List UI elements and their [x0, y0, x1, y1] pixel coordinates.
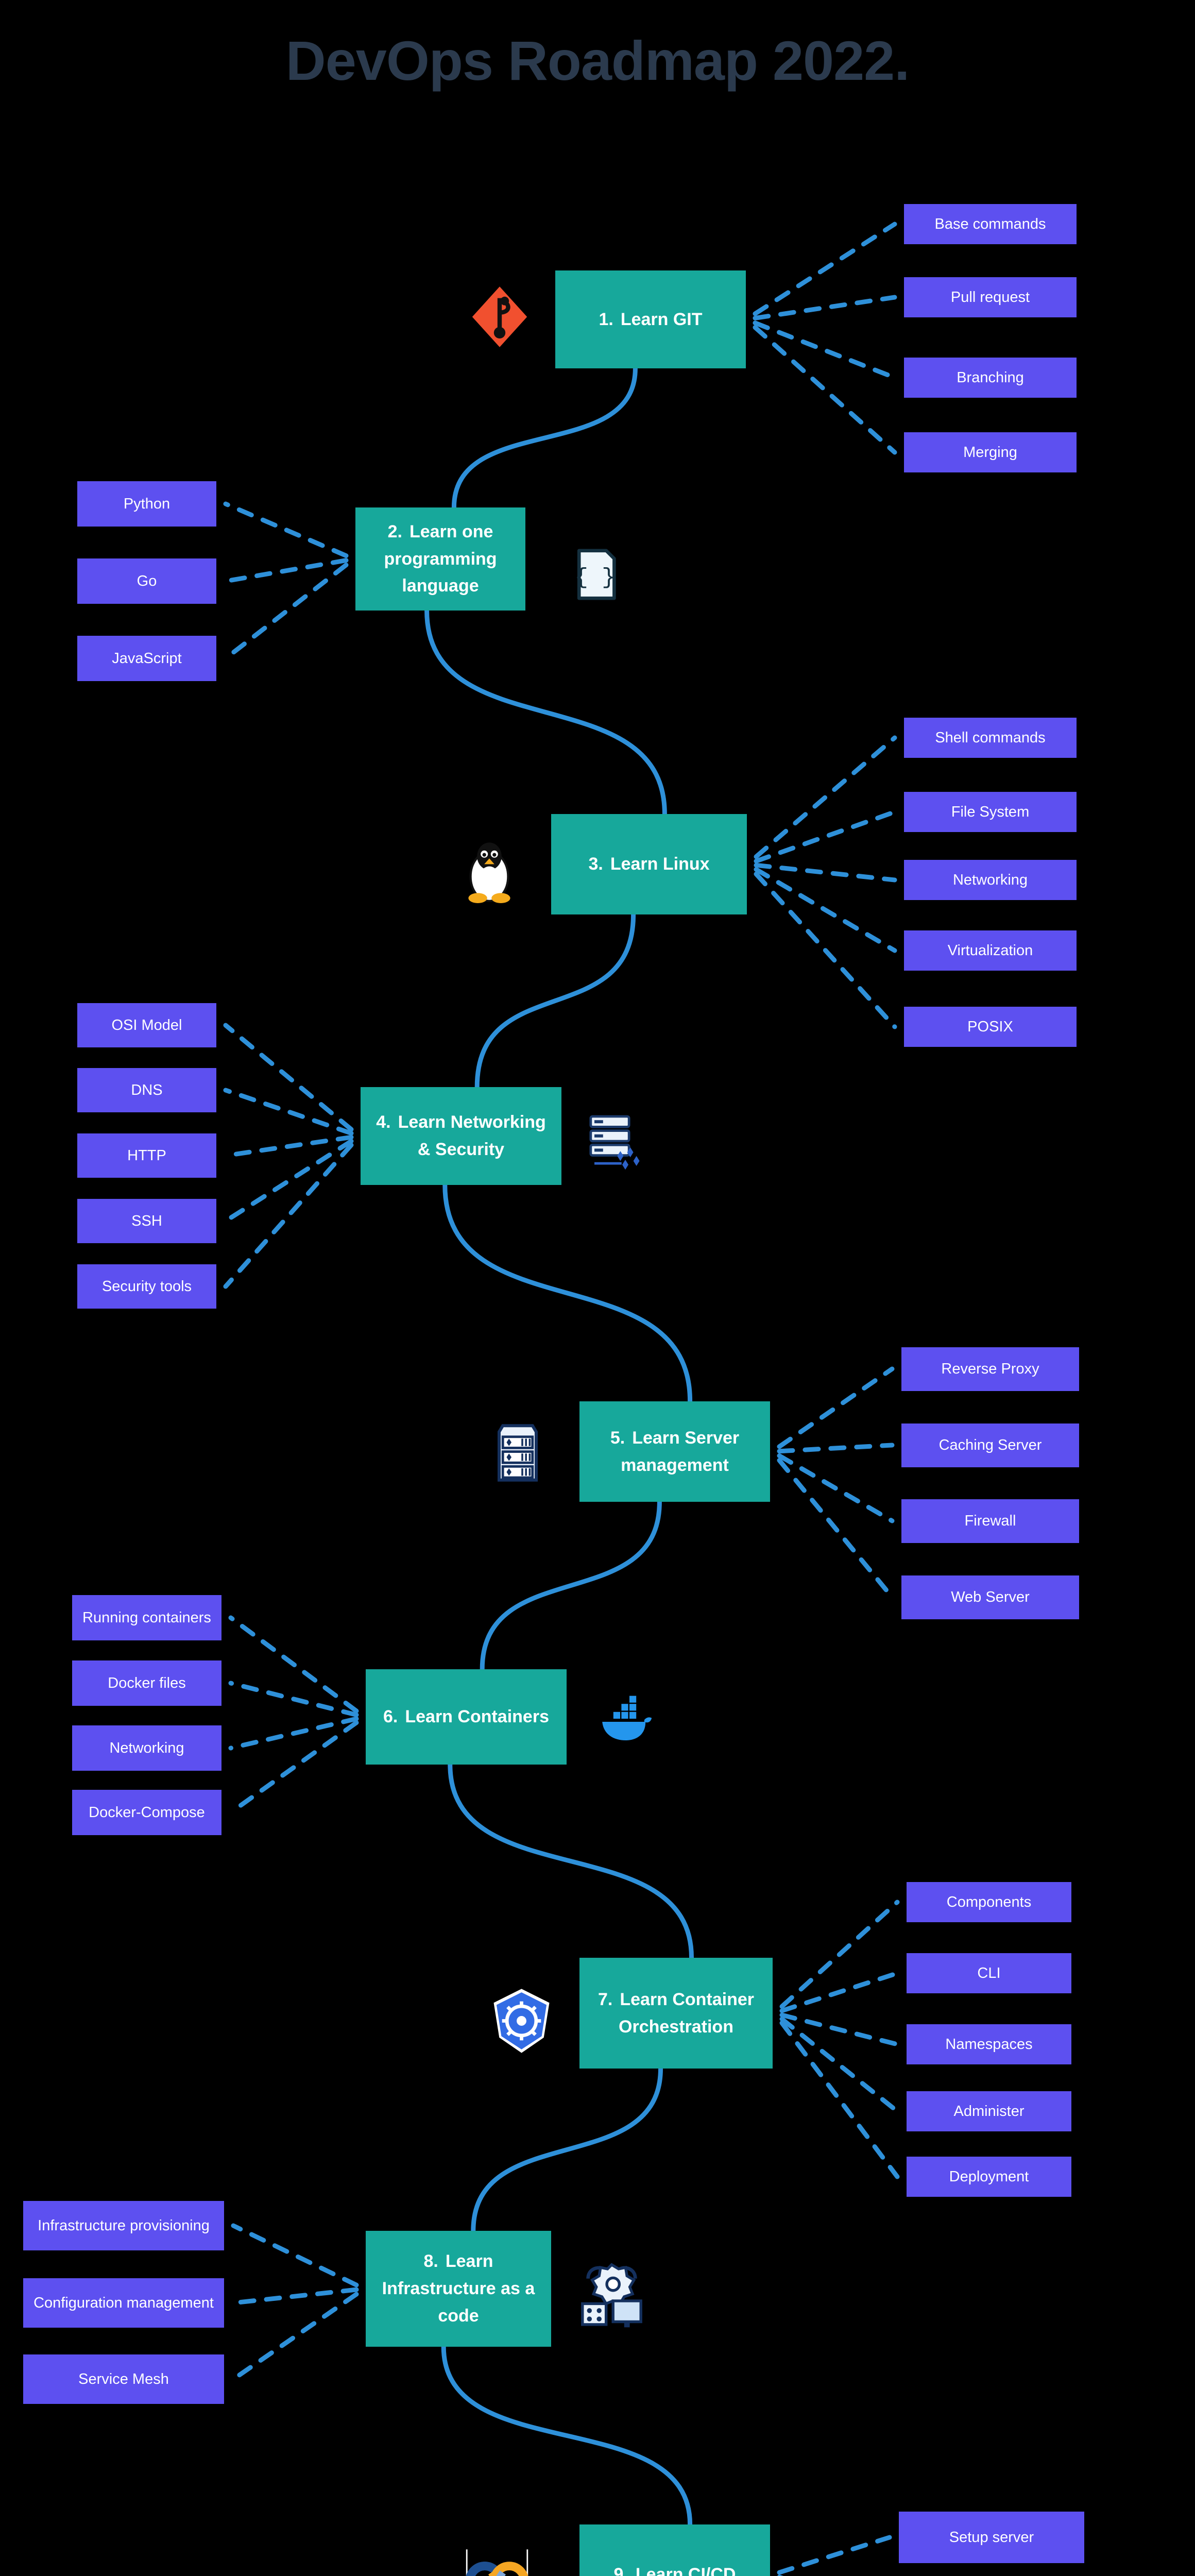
node-number: 4.: [376, 1112, 391, 1132]
node-number: 2.: [387, 521, 402, 541]
roadmap-node-7[interactable]: 7. Learn Container Orchestration: [579, 1958, 773, 2069]
node-number: 1.: [599, 309, 613, 329]
leaf-topic[interactable]: HTTP: [77, 1133, 216, 1178]
leaf-topic[interactable]: Service Mesh: [23, 2354, 224, 2404]
roadmap-node-4[interactable]: 4. Learn Networking & Security: [361, 1087, 561, 1185]
leaf-topic[interactable]: Virtualization: [904, 930, 1077, 971]
leaf-topic[interactable]: Docker files: [72, 1660, 221, 1706]
linux-penguin-icon: [453, 835, 525, 907]
leaf-topic[interactable]: Security tools: [77, 1264, 216, 1309]
git-icon: [464, 281, 536, 353]
leaf-topic[interactable]: Docker-Compose: [72, 1790, 221, 1835]
leaf-topic[interactable]: SSH: [77, 1199, 216, 1243]
kubernetes-helm-icon: [487, 1986, 556, 2056]
code-braces-icon: { }: [567, 546, 623, 603]
node-label: 5.Learn Server management: [587, 1425, 763, 1479]
node-title: Learn Server management: [621, 1428, 740, 1475]
leaf-topic[interactable]: POSIX: [904, 1007, 1077, 1047]
server-rack-icon: [487, 1422, 549, 1484]
node-label: 8.Learn Infrastructure as a code: [373, 2248, 544, 2329]
leaf-topic[interactable]: OSI Model: [77, 1003, 216, 1047]
node-title: Learn GIT: [620, 309, 703, 329]
node-label: 7. Learn Container Orchestration: [587, 1986, 765, 2040]
node-title: Learn Networking & Security: [398, 1112, 546, 1159]
leaf-topic[interactable]: Infrastructure provisioning: [23, 2201, 224, 2250]
leaf-topic[interactable]: Setup server: [899, 2512, 1084, 2563]
leaf-topic[interactable]: Pull request: [904, 277, 1077, 317]
node-title: Learn Containers: [405, 1707, 549, 1727]
node-label: 2.Learn one programming language: [363, 518, 518, 600]
leaf-topic[interactable]: Components: [907, 1882, 1071, 1922]
leaf-topic[interactable]: Networking: [72, 1725, 221, 1771]
leaf-topic[interactable]: Namespaces: [907, 2024, 1071, 2064]
node-number: 9.: [613, 2565, 628, 2576]
roadmap-node-6[interactable]: 6. Learn Containers: [366, 1669, 567, 1765]
node-number: 8.: [423, 2251, 438, 2272]
page-title: DevOps Roadmap 2022.: [285, 29, 910, 92]
roadmap-node-3[interactable]: 3. Learn Linux: [551, 814, 747, 914]
leaf-topic[interactable]: Reverse Proxy: [901, 1347, 1079, 1391]
leaf-topic[interactable]: DNS: [77, 1068, 216, 1112]
node-number: 5.: [610, 1428, 625, 1448]
roadmap-node-9[interactable]: 9. Learn CI/CD: [579, 2524, 770, 2576]
leaf-topic[interactable]: Merging: [904, 432, 1077, 472]
svg-text:{ }: { }: [574, 565, 615, 591]
leaf-topic[interactable]: Administer: [907, 2091, 1071, 2131]
docker-whale-icon: [592, 1685, 654, 1747]
leaf-topic[interactable]: Running containers: [72, 1595, 221, 1640]
node-title: Learn CI/CD: [635, 2565, 736, 2576]
node-number: 3.: [588, 854, 603, 874]
roadmap-node-1[interactable]: 1. Learn GIT: [555, 270, 746, 368]
node-title: Learn Linux: [610, 854, 710, 874]
roadmap-node-2[interactable]: 2.Learn one programming language: [355, 507, 525, 611]
leaf-topic[interactable]: Networking: [904, 860, 1077, 900]
leaf-topic[interactable]: Web Server: [901, 1575, 1079, 1619]
node-number: 7.: [598, 1989, 613, 2009]
leaf-topic[interactable]: Configuration management: [23, 2278, 224, 2328]
leaf-topic[interactable]: Python: [77, 481, 216, 527]
leaf-topic[interactable]: Caching Server: [901, 1423, 1079, 1467]
node-title: Learn Infrastructure as a code: [382, 2251, 535, 2326]
leaf-topic[interactable]: Shell commands: [904, 718, 1077, 758]
node-title: Learn one programming language: [384, 521, 497, 596]
node-label: 4. Learn Networking & Security: [368, 1109, 554, 1163]
leaf-topic[interactable]: JavaScript: [77, 636, 216, 681]
infinity-loop-icon: [448, 2545, 546, 2576]
leaf-topic[interactable]: Deployment: [907, 2157, 1071, 2197]
leaf-topic[interactable]: CLI: [907, 1953, 1071, 1993]
node-number: 6.: [383, 1707, 398, 1727]
node-title: Learn Container Orchestration: [619, 1989, 755, 2037]
leaf-topic[interactable]: Go: [77, 558, 216, 604]
roadmap-node-5[interactable]: 5.Learn Server management: [579, 1401, 770, 1502]
leaf-topic[interactable]: Branching: [904, 358, 1077, 398]
leaf-topic[interactable]: Base commands: [904, 204, 1077, 244]
roadmap-node-8[interactable]: 8.Learn Infrastructure as a code: [366, 2231, 551, 2347]
gear-monitor-icon: [577, 2259, 646, 2329]
leaf-topic[interactable]: File System: [904, 792, 1077, 832]
leaf-topic[interactable]: Firewall: [901, 1499, 1079, 1543]
network-server-icon: [582, 1110, 644, 1172]
